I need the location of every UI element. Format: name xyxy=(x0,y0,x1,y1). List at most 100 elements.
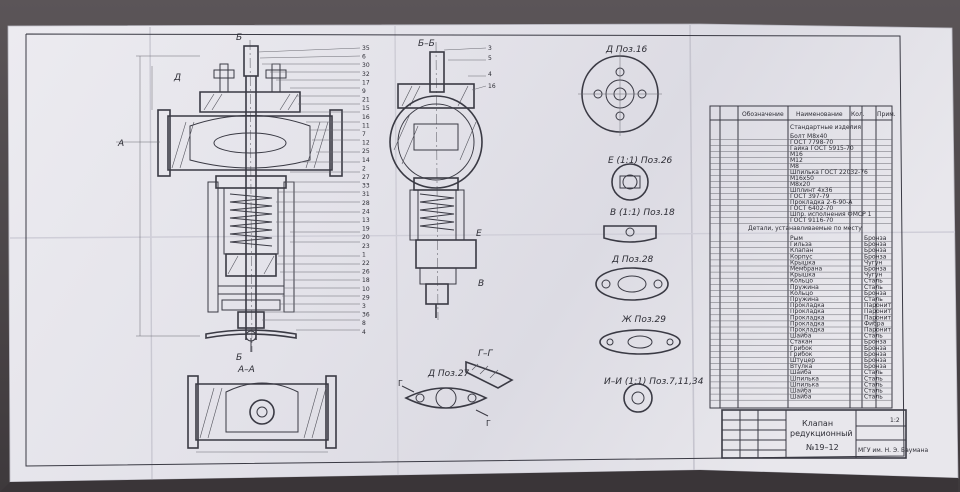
table-cell-name: Шпилька xyxy=(790,381,819,388)
callout-number: 2 xyxy=(362,165,366,172)
table-cell-material: Паронит xyxy=(864,302,891,309)
view-marker-d: Д xyxy=(173,73,181,83)
drawing-frame xyxy=(25,33,905,467)
table-cell-material: Чугун xyxy=(864,272,882,279)
table-cell-name: Шайба xyxy=(790,333,812,340)
table-cell-material: Бронза xyxy=(864,253,887,260)
table-cell-material: Сталь xyxy=(864,296,883,303)
callout-number: 13 xyxy=(362,217,370,224)
parts-list-table: Обозначение Наименование Кол. Прим. Стан… xyxy=(709,105,896,409)
detail-d16-label: Д Поз.16 xyxy=(605,45,648,55)
callout-number: 31 xyxy=(362,191,370,198)
table-cell-name: Шплинт 4х36 xyxy=(790,187,833,194)
detail-view-d16: Д Поз.16 xyxy=(578,45,662,136)
section-marker-a: А xyxy=(117,139,124,149)
table-cell-name: Шайба xyxy=(790,369,812,376)
table-cell-name: Шайба xyxy=(790,394,812,401)
callout-number: 3 xyxy=(362,303,366,310)
table-cell-name: М8х20 xyxy=(790,181,810,188)
paper-shadow xyxy=(0,470,958,492)
main-section-view: 3563032179211516117122514227333128241319… xyxy=(116,33,370,363)
table-cell-name: Прокладка xyxy=(790,314,825,321)
table-cell-name: Клапан xyxy=(790,247,813,254)
table-cell-name: Кольцо xyxy=(790,278,813,285)
table-cell-name: ГОСТ 397-79 xyxy=(790,193,830,200)
table-cell-material: Фибра xyxy=(864,320,885,327)
table-cell-material: Бронза xyxy=(864,357,887,364)
table-cell-material: Сталь xyxy=(864,333,883,340)
section-marker-b-bottom: Б xyxy=(236,353,242,363)
callout-numbers-main: 3563032179211516117122514227333128241319… xyxy=(362,45,370,336)
table-cell-name: Грибок xyxy=(790,345,813,352)
table-cell-name: Шпр. исполнения ФМСР 1 xyxy=(790,211,872,218)
callout-number: 26 xyxy=(362,269,370,276)
table-cell-name: ГОСТ 6402-70 xyxy=(790,205,833,212)
callout-number: 33 xyxy=(362,183,370,190)
table-cell-name: Прокладка 2-6-90-А xyxy=(790,199,853,206)
callout-number: 6 xyxy=(362,54,366,61)
table-cell-material: Бронза xyxy=(864,235,887,242)
callout-number: 16 xyxy=(362,114,370,121)
callout-number: 30 xyxy=(362,62,370,69)
table-cell-material: Сталь xyxy=(864,284,883,291)
detail-v18-label: В (1:1) Поз.18 xyxy=(610,208,675,218)
detail-view-zh29: Ж Поз.29 xyxy=(599,315,681,355)
detail-view-e26: Е (1:1) Поз.26 xyxy=(608,156,673,201)
cut-marker-g-left: Г xyxy=(398,379,403,388)
callout-number: 25 xyxy=(362,148,370,155)
callout-number: 24 xyxy=(362,208,370,215)
detail-i-label: И–И (1:1) Поз.7,11,34 xyxy=(604,377,704,387)
table-cell-material: Сталь xyxy=(864,369,883,376)
table-cell-name: Корпус xyxy=(790,253,813,260)
title-scale: 1:2 xyxy=(890,417,900,424)
callout-number: 28 xyxy=(362,200,370,207)
table-cell-name: Крышка xyxy=(790,272,816,279)
detail-e26-label: Е (1:1) Поз.26 xyxy=(608,156,673,166)
table-cell-material: Бронза xyxy=(864,266,887,273)
section-marker-b: Б xyxy=(236,33,242,43)
table-cell-material: Сталь xyxy=(864,375,883,382)
callout-number: 9 xyxy=(362,88,366,95)
table-cell-material: Сталь xyxy=(864,388,883,395)
title-product-name: Клапан xyxy=(802,419,833,428)
table-header-designation: Обозначение xyxy=(742,111,784,118)
table-cell-material: Бронза xyxy=(864,351,887,358)
detail-d27-label: Д Поз.27 xyxy=(427,369,470,379)
callout-number: 27 xyxy=(362,174,370,181)
title-drawing-code: №19–12 xyxy=(806,443,839,452)
callout-number: 3 xyxy=(488,45,492,52)
detail-zh29-label: Ж Поз.29 xyxy=(621,315,666,325)
callout-number: 7 xyxy=(362,131,366,138)
table-cell-material: Паронит xyxy=(864,314,891,321)
table-cell-name: Грибок xyxy=(790,351,813,358)
table-cell-material: Сталь xyxy=(864,381,883,388)
table-cell-name: Штуцер xyxy=(790,357,815,364)
detail-view-i: И–И (1:1) Поз.7,11,34 xyxy=(604,377,704,413)
callout-number: 12 xyxy=(362,140,370,147)
table-cell-material: Бронза xyxy=(864,363,887,370)
table-cell-material: Бронза xyxy=(864,345,887,352)
table-cell-name: Прокладка xyxy=(790,320,825,327)
callout-number: 4 xyxy=(488,71,492,78)
table-cell-material: Сталь xyxy=(864,278,883,285)
callout-number: 22 xyxy=(362,260,370,267)
table-cell-name: Мембрана xyxy=(790,266,823,273)
title-block: Клапан редукционный №19–12 1:2 МГУ им. Н… xyxy=(721,409,928,459)
table-header-note: Прим. xyxy=(877,111,896,118)
callout-number: 14 xyxy=(362,157,370,164)
section-gg-title: Г–Г xyxy=(478,349,494,359)
callout-number: 5 xyxy=(488,55,492,62)
table-cell-name: Втулка xyxy=(790,363,813,370)
table-cell-name: М16 xyxy=(790,151,803,158)
callout-number: 17 xyxy=(362,79,370,86)
view-marker-v: В xyxy=(478,279,484,289)
view-marker-e: Е xyxy=(476,229,482,239)
table-cell-name: Шпилька xyxy=(790,375,819,382)
callout-number: 35 xyxy=(362,45,370,52)
fold-line xyxy=(689,24,695,471)
table-cell-material: Паронит xyxy=(864,308,891,315)
